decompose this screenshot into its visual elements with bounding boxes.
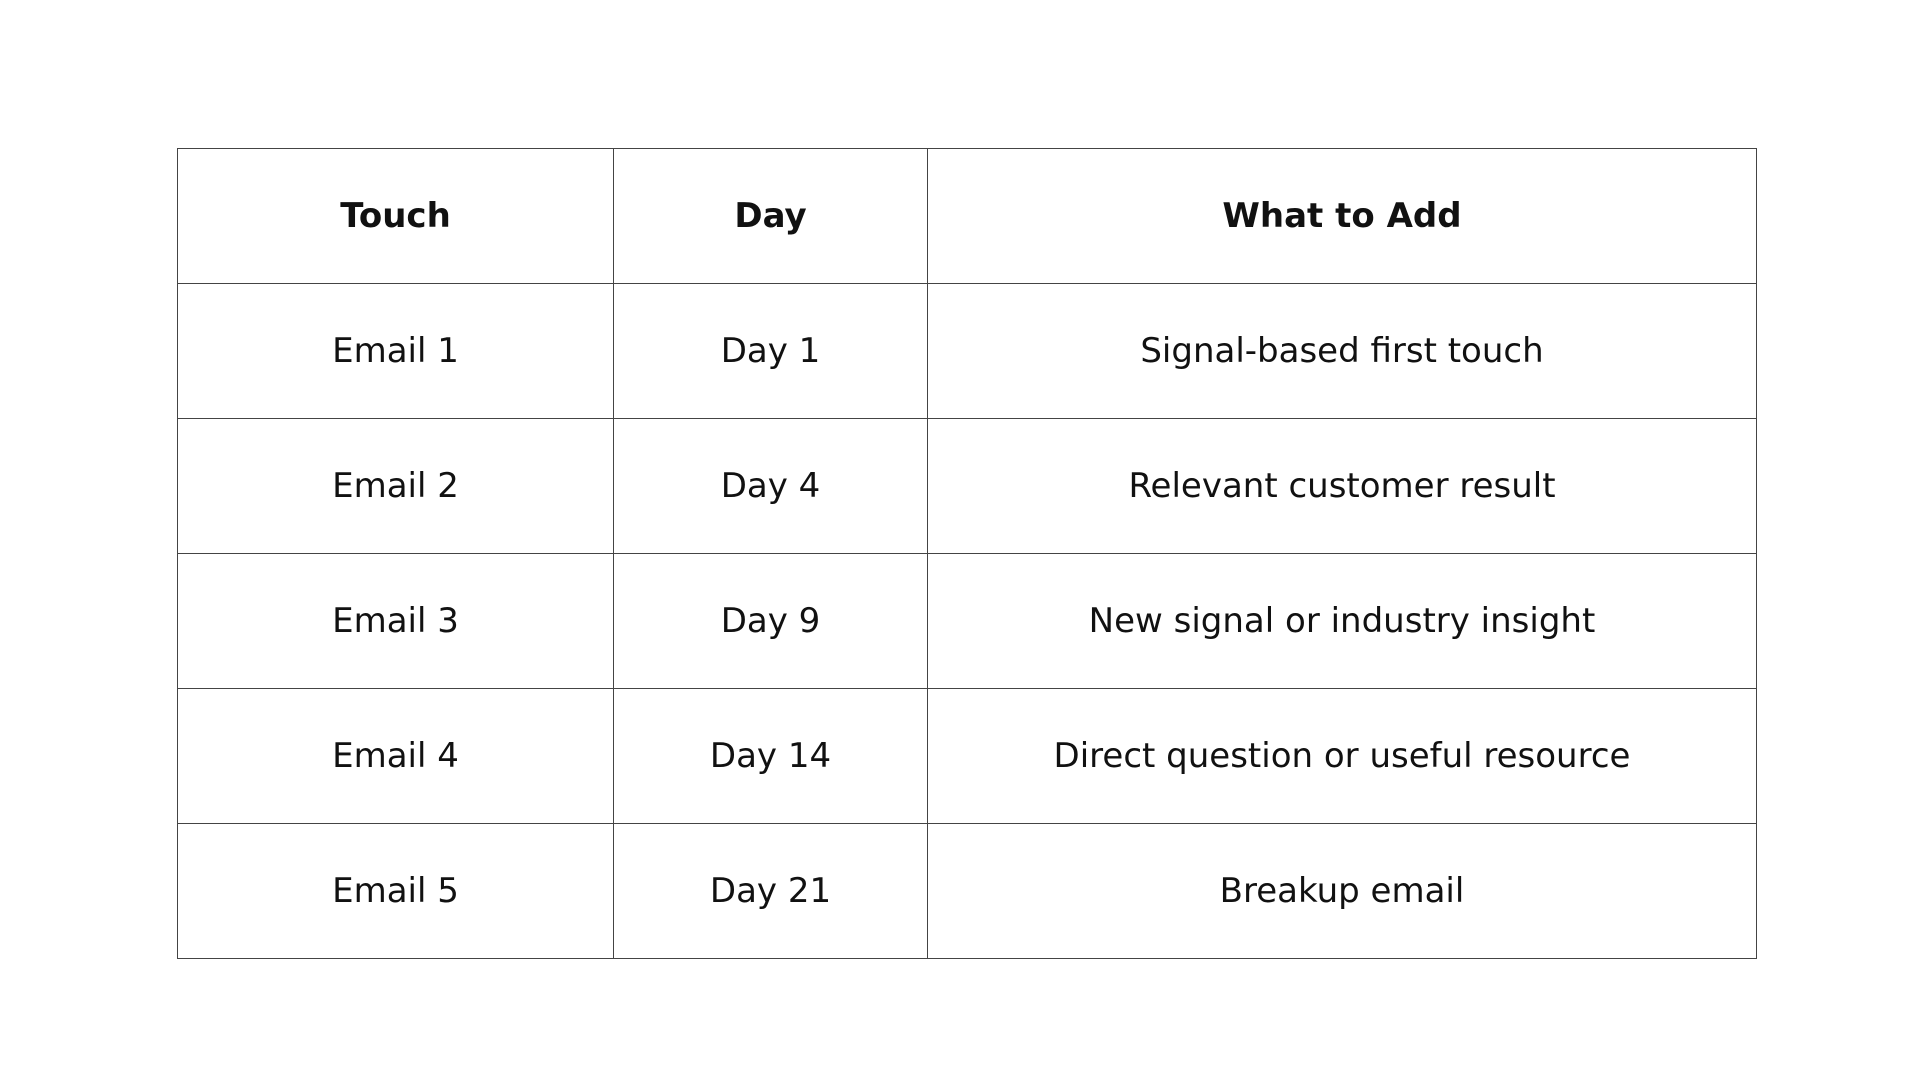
cell-day: Day 21	[613, 823, 928, 959]
cell-day: Day 4	[613, 418, 928, 554]
cell-what-to-add: Signal-based first touch	[927, 283, 1757, 419]
sequence-table-container: Touch Day What to Add Email 1 Day 1 Sign…	[177, 148, 1757, 959]
cell-touch: Email 2	[177, 418, 614, 554]
sequence-table: Touch Day What to Add Email 1 Day 1 Sign…	[177, 148, 1757, 959]
cell-what-to-add: Breakup email	[927, 823, 1757, 959]
table-row: Email 1 Day 1 Signal-based first touch	[177, 283, 1757, 419]
cell-touch: Email 3	[177, 553, 614, 689]
table-row: Email 5 Day 21 Breakup email	[177, 823, 1757, 959]
table-row: Email 3 Day 9 New signal or industry ins…	[177, 553, 1757, 689]
cell-touch: Email 1	[177, 283, 614, 419]
table-header-row: Touch Day What to Add	[177, 148, 1757, 284]
cell-day: Day 1	[613, 283, 928, 419]
cell-day: Day 9	[613, 553, 928, 689]
header-day: Day	[613, 148, 928, 284]
header-what-to-add: What to Add	[927, 148, 1757, 284]
cell-what-to-add: Relevant customer result	[927, 418, 1757, 554]
cell-touch: Email 5	[177, 823, 614, 959]
table-row: Email 4 Day 14 Direct question or useful…	[177, 688, 1757, 824]
cell-touch: Email 4	[177, 688, 614, 824]
cell-what-to-add: Direct question or useful resource	[927, 688, 1757, 824]
cell-day: Day 14	[613, 688, 928, 824]
header-touch: Touch	[177, 148, 614, 284]
cell-what-to-add: New signal or industry insight	[927, 553, 1757, 689]
table-row: Email 2 Day 4 Relevant customer result	[177, 418, 1757, 554]
